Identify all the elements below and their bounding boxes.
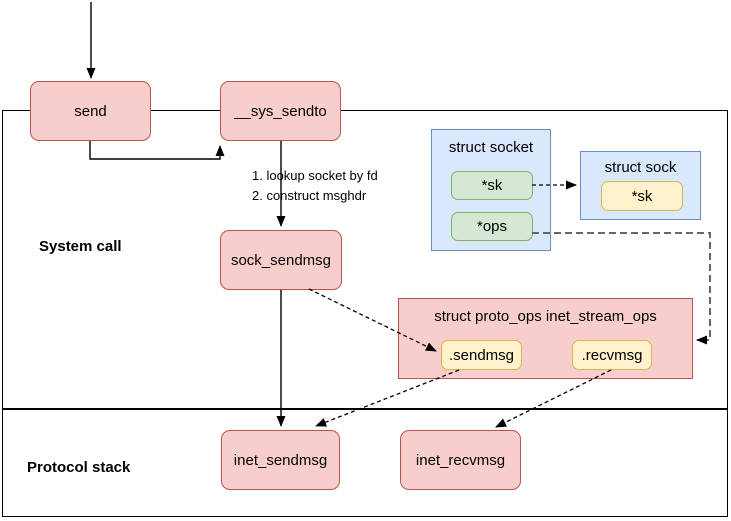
node-inet-sendmsg: inet_sendmsg	[221, 430, 340, 490]
proto-ops-field-sendmsg: .sendmsg	[441, 340, 522, 370]
struct-proto-ops-title: struct proto_ops inet_stream_ops	[434, 308, 657, 325]
struct-socket-field-sk: *sk	[451, 171, 533, 200]
protocol-stack-label: Protocol stack	[27, 459, 131, 476]
node-sys-sendto-label: __sys_sendto	[234, 102, 327, 120]
node-inet-recvmsg: inet_recvmsg	[400, 430, 521, 490]
struct-socket-field-sk-label: *sk	[481, 177, 503, 194]
node-inet-sendmsg-label: inet_sendmsg	[233, 451, 328, 469]
node-inet-recvmsg-label: inet_recvmsg	[415, 451, 506, 469]
struct-socket-title: struct socket	[448, 139, 534, 156]
sendto-steps-annotation: 1. lookup socket by fd 2. construct msgh…	[252, 166, 378, 206]
struct-sock: struct sock *sk	[580, 151, 701, 220]
proto-ops-field-sendmsg-label: .sendmsg	[448, 346, 515, 364]
node-send: send	[30, 81, 151, 141]
struct-proto-ops: struct proto_ops inet_stream_ops .sendms…	[398, 298, 693, 379]
proto-ops-field-recvmsg-label: .recvmsg	[581, 346, 643, 364]
struct-sock-title: struct sock	[604, 159, 677, 176]
struct-socket-field-ops-label: *ops	[476, 218, 508, 235]
struct-sock-field-sk: *sk	[601, 181, 683, 211]
struct-socket-field-ops: *ops	[451, 212, 533, 241]
node-send-label: send	[74, 102, 107, 120]
node-sock-sendmsg: sock_sendmsg	[220, 230, 342, 290]
node-sock-sendmsg-label: sock_sendmsg	[230, 251, 332, 269]
proto-ops-field-recvmsg: .recvmsg	[572, 340, 652, 370]
struct-sock-field-sk-label: *sk	[631, 187, 653, 205]
system-call-label: System call	[39, 238, 122, 255]
struct-socket: struct socket *sk *ops	[431, 129, 551, 251]
sendto-step-1: 1. lookup socket by fd	[252, 168, 378, 183]
node-sys-sendto: __sys_sendto	[220, 81, 341, 141]
sendto-step-2: 2. construct msghdr	[252, 188, 367, 203]
